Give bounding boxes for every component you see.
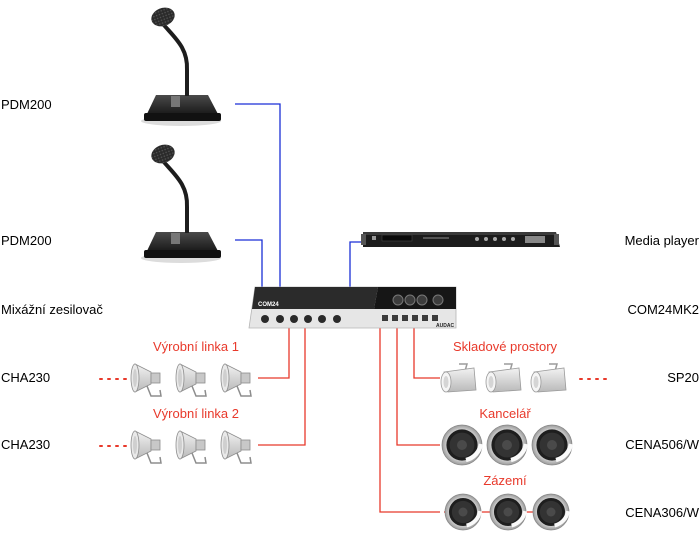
desk-microphone-icon — [141, 7, 221, 126]
mic2-cable — [235, 239, 263, 287]
label-mixer: Mixážní zesilovač — [1, 302, 103, 317]
ceiling-speaker-icon — [489, 493, 528, 531]
mic1-cable — [235, 103, 281, 287]
ceiling-speaker-icon — [532, 493, 571, 531]
label-mic2: PDM200 — [1, 233, 52, 248]
label-cha230-row2: CHA230 — [1, 437, 51, 452]
mixer-amplifier-icon: COM24 AUDAC — [248, 286, 457, 329]
desk-microphone-icon — [141, 144, 221, 263]
label-cena506: CENA506/W — [625, 437, 699, 452]
horn-speaker-icon — [175, 430, 207, 464]
zone-storage-label: Skladové prostory — [452, 339, 558, 354]
office-cable — [396, 328, 440, 446]
storage-cable — [413, 328, 440, 379]
horn-speaker-icon — [220, 430, 252, 464]
ceiling-speaker-icon — [441, 424, 484, 466]
label-media-player: Media player — [624, 233, 699, 248]
projector-speaker-icon — [530, 363, 567, 393]
horn-speaker-icon — [220, 363, 252, 397]
amplifier-logo: AUDAC — [436, 323, 454, 329]
zone-line2-label: Výrobní linka 2 — [153, 406, 239, 421]
label-cena306: CENA306/W — [625, 505, 699, 520]
dotted-extensions — [99, 378, 607, 447]
label-com24mk2: COM24MK2 — [627, 302, 699, 317]
ceiling-speaker-icon — [486, 424, 529, 466]
speaker-lines — [258, 328, 440, 513]
media-player-icon — [361, 232, 560, 247]
label-mic1: PDM200 — [1, 97, 52, 112]
projector-speaker-icon — [440, 363, 477, 393]
zone-office-label: Kancelář — [479, 406, 531, 421]
projector-speaker-icon — [485, 363, 522, 393]
horn-speaker-icon — [130, 430, 162, 464]
zone-backroom-label: Zázemí — [483, 473, 527, 488]
backroom-cable — [379, 328, 440, 513]
zone-line1-label: Výrobní linka 1 — [153, 339, 239, 354]
media-player-cable — [349, 241, 363, 287]
amplifier-brand: COM24 — [258, 302, 279, 308]
horn-speaker-icon — [175, 363, 207, 397]
line2-cable — [258, 328, 306, 446]
line1-cable — [258, 328, 290, 379]
control-lines — [235, 103, 363, 287]
ceiling-speaker-icon — [444, 493, 483, 531]
label-cha230-row1: CHA230 — [1, 370, 51, 385]
label-sp20: SP20 — [667, 370, 699, 385]
horn-speaker-icon — [130, 363, 162, 397]
ceiling-speaker-icon — [531, 424, 574, 466]
